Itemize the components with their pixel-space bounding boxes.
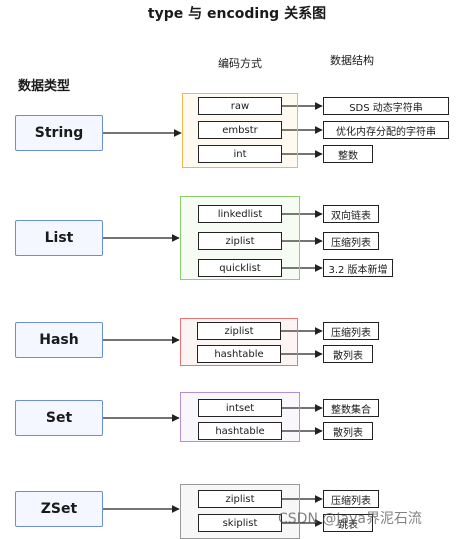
encoding-zset-ziplist: ziplist (198, 490, 282, 508)
structure-hash-0: 压缩列表 (323, 322, 379, 340)
structure-string-1: 优化内存分配的字符串 (323, 121, 449, 139)
encoding-set-hashtable: hashtable (198, 422, 282, 440)
watermark: CSDN @Java界泥石流 (278, 511, 422, 527)
type-box-string: String (15, 115, 103, 151)
structure-list-1: 压缩列表 (323, 232, 379, 250)
diagram-title: type 与 encoding 关系图 (147, 6, 327, 22)
structure-hash-1: 散列表 (323, 345, 373, 363)
encoding-hash-ziplist: ziplist (197, 322, 281, 340)
structure-list-0: 双向链表 (323, 205, 379, 223)
type-box-set: Set (15, 400, 103, 436)
type-box-zset: ZSet (15, 491, 103, 527)
encoding-set-intset: intset (198, 399, 282, 417)
types-column-header: 数据类型 (18, 79, 71, 94)
structure-zset-1: 跳表 (323, 514, 373, 532)
encoding-zset-skiplist: skiplist (198, 514, 282, 532)
structure-column-header: 数据结构 (330, 54, 374, 67)
encoding-list-ziplist: ziplist (198, 232, 282, 250)
encoding-list-linkedlist: linkedlist (198, 205, 282, 223)
encoding-string-embstr: embstr (198, 121, 282, 139)
structure-zset-0: 压缩列表 (323, 490, 379, 508)
encoding-string-raw: raw (198, 97, 282, 115)
structure-set-0: 整数集合 (323, 399, 379, 417)
structure-string-0: SDS 动态字符串 (323, 97, 449, 115)
encoding-column-header: 编码方式 (218, 57, 262, 70)
structure-list-2: 3.2 版本新增 (323, 259, 393, 277)
structure-string-2: 整数 (323, 145, 373, 163)
encoding-hash-hashtable: hashtable (197, 345, 281, 363)
encoding-string-int: int (198, 145, 282, 163)
structure-set-1: 散列表 (323, 422, 373, 440)
encoding-list-quicklist: quicklist (198, 259, 282, 277)
type-box-list: List (15, 220, 103, 256)
type-box-hash: Hash (15, 322, 103, 358)
